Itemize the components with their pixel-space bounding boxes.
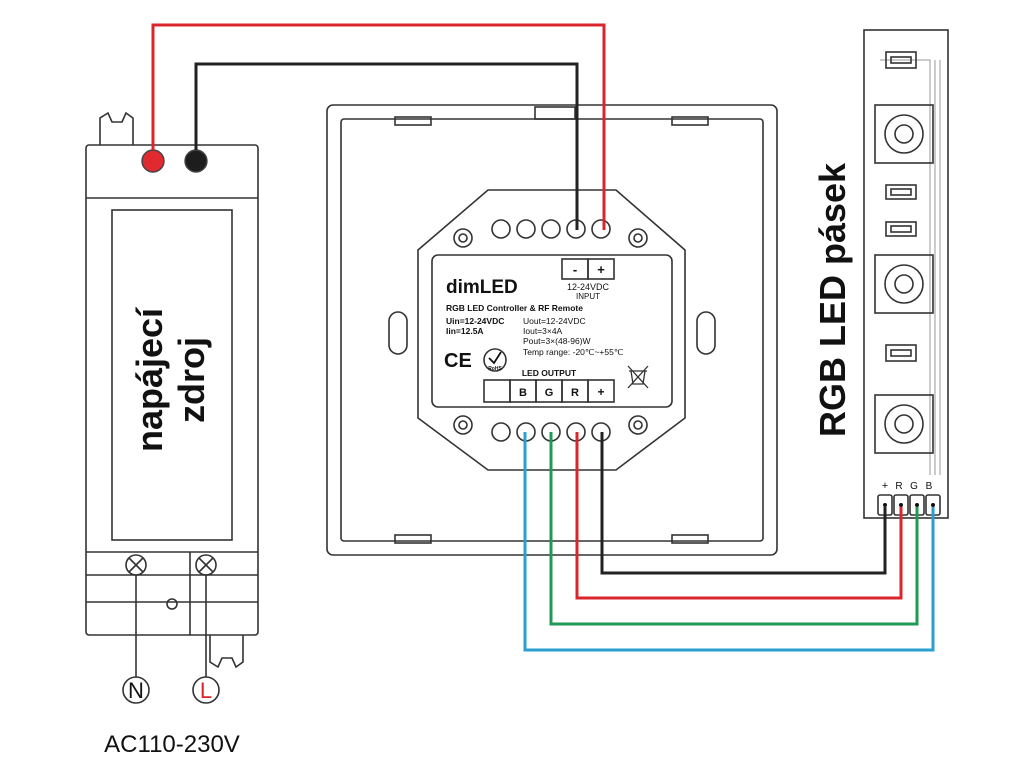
- input-voltage: 12-24VDC: [567, 282, 610, 292]
- wire-output-b: [523, 432, 935, 652]
- psu-label-line2: zdroj: [171, 337, 212, 423]
- controller-module: [417, 189, 686, 471]
- rohs-mark: RoHS: [488, 366, 502, 372]
- strip-pin-plus: +: [882, 480, 888, 492]
- led-strip: [863, 29, 949, 519]
- strip-pin-g: G: [910, 481, 918, 492]
- output-g: G: [545, 387, 554, 399]
- controller-temp: Temp range: -20℃~+55℃: [523, 347, 624, 357]
- controller-description: RGB LED Controller & RF Remote: [446, 303, 583, 313]
- input-plus: +: [597, 262, 605, 277]
- live-label: L: [200, 678, 212, 703]
- psu-label-line1: napájecí: [129, 307, 170, 452]
- weee-bin-icon: [627, 365, 649, 389]
- wire-output-r: [575, 432, 903, 600]
- strip-pin-r: R: [895, 481, 902, 492]
- output-plus: +: [597, 385, 604, 399]
- output-b: B: [519, 387, 527, 399]
- controller-iout: Iout=3×4A: [523, 326, 563, 336]
- wire-power-minus: [194, 62, 579, 230]
- controller-iin: Iin=12.5A: [446, 326, 484, 336]
- wire-output-plus: [600, 432, 887, 575]
- ac-input-label: AC110-230V: [104, 731, 240, 758]
- psu-plus-terminal: [141, 149, 165, 173]
- controller-uout: Uout=12-24VDC: [523, 316, 586, 326]
- controller-brand: dimLED: [446, 277, 518, 298]
- wires: [151, 23, 935, 652]
- wire-power-plus: [151, 23, 606, 230]
- neutral-label: N: [128, 678, 144, 703]
- strip-pin-b: B: [926, 481, 933, 492]
- strip-label: RGB LED pásek: [812, 162, 853, 437]
- power-supply: [85, 111, 259, 678]
- input-label: INPUT: [576, 292, 600, 301]
- controller-pout: Pout=3×(48-96)W: [523, 336, 591, 346]
- ce-mark: CE: [444, 350, 472, 372]
- psu-minus-terminal: [184, 149, 208, 173]
- live-marker: [192, 676, 220, 704]
- output-r: R: [571, 387, 579, 399]
- input-minus: -: [573, 262, 577, 277]
- output-label: LED OUTPUT: [522, 368, 577, 378]
- neutral-marker: [122, 676, 150, 704]
- check-icon: [488, 351, 502, 365]
- wire-output-g: [549, 432, 919, 626]
- controller-uin: Uin=12-24VDC: [446, 316, 504, 326]
